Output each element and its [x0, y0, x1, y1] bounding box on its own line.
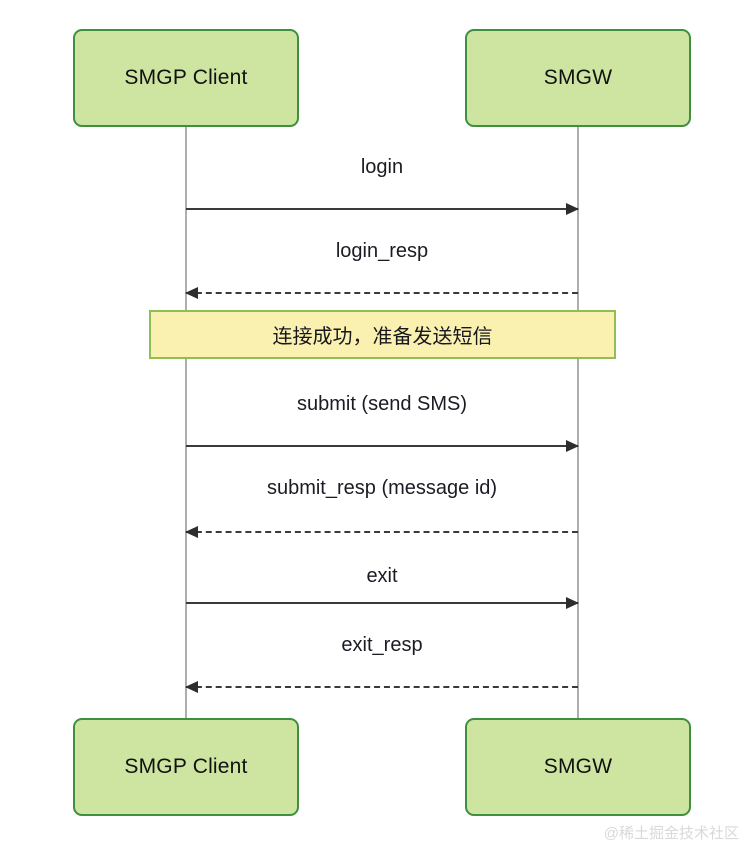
arrow-head-left — [185, 681, 198, 693]
message-label-submit: submit (send SMS) — [296, 393, 468, 415]
message-label-login-resp: login_resp — [335, 240, 429, 262]
arrow-shaft — [186, 292, 578, 294]
lifeline-client — [185, 127, 187, 718]
arrow-head-left — [185, 287, 198, 299]
message-arrow-exit-resp — [185, 681, 578, 693]
message-label-submit-resp: submit_resp (message id) — [266, 477, 498, 499]
watermark: @稀土掘金技术社区 — [603, 825, 739, 842]
participant-gateway-top[interactable]: SMGW — [465, 29, 691, 127]
participant-label: SMGP Client — [124, 755, 248, 778]
participant-client-bottom[interactable]: SMGP Client — [73, 718, 299, 816]
arrow-shaft — [186, 531, 578, 533]
arrow-head-right — [566, 440, 579, 452]
message-arrow-submit — [186, 440, 579, 452]
lifeline-gateway — [577, 127, 579, 718]
message-label-exit: exit — [366, 565, 398, 587]
message-label-login: login — [360, 156, 404, 178]
participant-client-top[interactable]: SMGP Client — [73, 29, 299, 127]
arrow-shaft — [186, 602, 578, 604]
participant-gateway-bottom[interactable]: SMGW — [465, 718, 691, 816]
message-label-exit-resp: exit_resp — [341, 634, 423, 656]
message-arrow-submit-resp — [185, 526, 578, 538]
arrow-shaft — [186, 445, 578, 447]
participant-label: SMGW — [543, 66, 613, 89]
note-connection-success: 连接成功，准备发送短信 — [149, 310, 616, 359]
message-arrow-login-resp — [185, 287, 578, 299]
message-arrow-exit — [186, 597, 579, 609]
message-arrow-login — [186, 203, 579, 215]
participant-label: SMGW — [543, 755, 613, 778]
arrow-shaft — [186, 686, 578, 688]
arrow-head-right — [566, 597, 579, 609]
note-text: 连接成功，准备发送短信 — [272, 326, 493, 348]
arrow-head-right — [566, 203, 579, 215]
participant-label: SMGP Client — [124, 66, 248, 89]
arrow-shaft — [186, 208, 578, 210]
arrow-head-left — [185, 526, 198, 538]
